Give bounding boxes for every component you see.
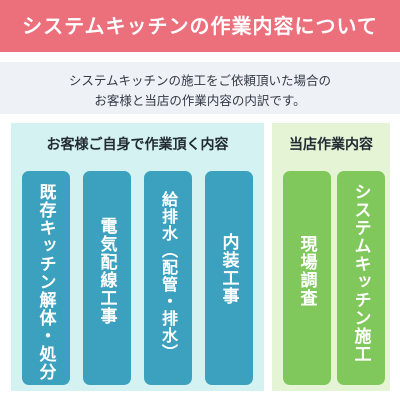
task-label-demolition: 既存キッチン解体・処分	[35, 183, 56, 381]
intro-text-line-2: お客様と当店の作業内容の内訳です。	[94, 93, 306, 108]
task-pill-plumbing: 給排水（配管・排水）	[144, 171, 192, 385]
task-pill-electrical: 電気配線工事	[83, 171, 131, 385]
task-label-interior: 内装工事	[218, 233, 239, 305]
page-title: システムキッチンの作業内容について	[22, 14, 378, 38]
intro-band	[0, 62, 400, 114]
task-label-kitchen-install: システムキッチン施工	[350, 183, 371, 363]
intro-text-line-1: システムキッチンの施工をご依頼頂いた場合の	[68, 73, 332, 88]
task-pill-demolition: 既存キッチン解体・処分	[22, 171, 70, 385]
shop-tasks-title: 当店作業内容	[289, 137, 373, 153]
customer-tasks-title: お客様ご自身で作業頂く内容	[46, 137, 229, 153]
task-label-plumbing: 給排水（配管・排水）	[159, 191, 178, 361]
task-pill-site-survey: 現場調査	[283, 171, 331, 385]
task-pill-kitchen-install: システムキッチン施工	[337, 171, 385, 385]
title-banner	[0, 0, 400, 52]
task-label-electrical: 電気配線工事	[96, 217, 117, 325]
task-label-site-survey: 現場調査	[296, 235, 317, 307]
task-pill-interior: 内装工事	[205, 171, 253, 385]
